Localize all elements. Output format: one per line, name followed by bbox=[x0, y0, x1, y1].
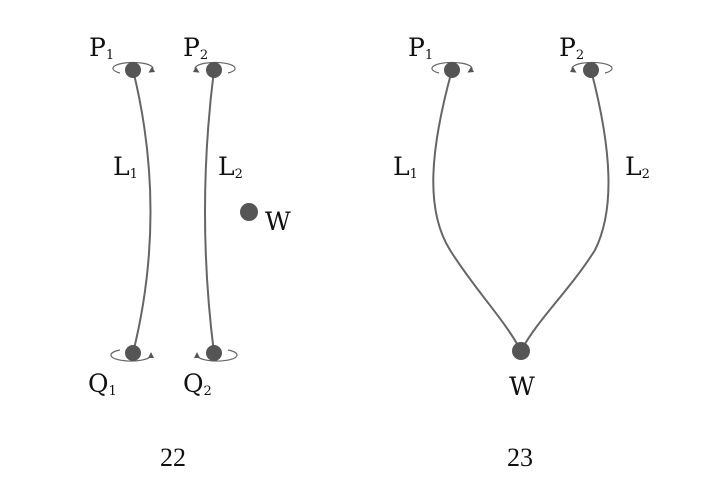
string-l1 bbox=[432, 69, 522, 352]
pivot-p2 bbox=[206, 62, 222, 78]
string-l2 bbox=[520, 69, 610, 352]
label-q1: Q1 bbox=[88, 369, 117, 399]
weight-w bbox=[512, 342, 530, 360]
figure-23: P1 P2 L1 L2 W 23 bbox=[393, 33, 650, 472]
pivot-q1 bbox=[125, 345, 141, 361]
label-l2: L2 bbox=[218, 152, 243, 182]
label-p2: P2 bbox=[559, 33, 584, 63]
label-w: W bbox=[509, 372, 535, 401]
figure-22: P1 P2 L1 L2 W Q1 Q2 22 bbox=[88, 33, 291, 472]
label-p1: P1 bbox=[408, 33, 433, 63]
label-l1: L1 bbox=[393, 152, 418, 182]
rotation-arrow-q2 bbox=[194, 349, 238, 362]
rotation-arrow-p1 bbox=[431, 61, 475, 74]
rotation-arrow-q1 bbox=[110, 349, 154, 362]
caption-22: 22 bbox=[160, 443, 186, 472]
pivot-p1 bbox=[125, 62, 141, 78]
label-l2: L2 bbox=[625, 152, 650, 182]
pivot-p2 bbox=[583, 62, 599, 78]
caption-23: 23 bbox=[507, 443, 533, 472]
rotation-arrow-p1 bbox=[112, 61, 156, 74]
label-w: W bbox=[265, 207, 291, 236]
label-p1: P1 bbox=[89, 33, 114, 63]
string-l2 bbox=[204, 69, 215, 354]
label-q2: Q2 bbox=[183, 369, 212, 399]
pivot-p1 bbox=[444, 62, 460, 78]
pivot-q2 bbox=[206, 345, 222, 361]
rotation-arrow-p2 bbox=[192, 61, 236, 74]
string-l1 bbox=[132, 69, 152, 354]
label-p2: P2 bbox=[183, 33, 208, 63]
label-l1: L1 bbox=[113, 152, 138, 182]
weight-w bbox=[240, 203, 258, 221]
rotation-arrow-p2 bbox=[569, 61, 613, 74]
